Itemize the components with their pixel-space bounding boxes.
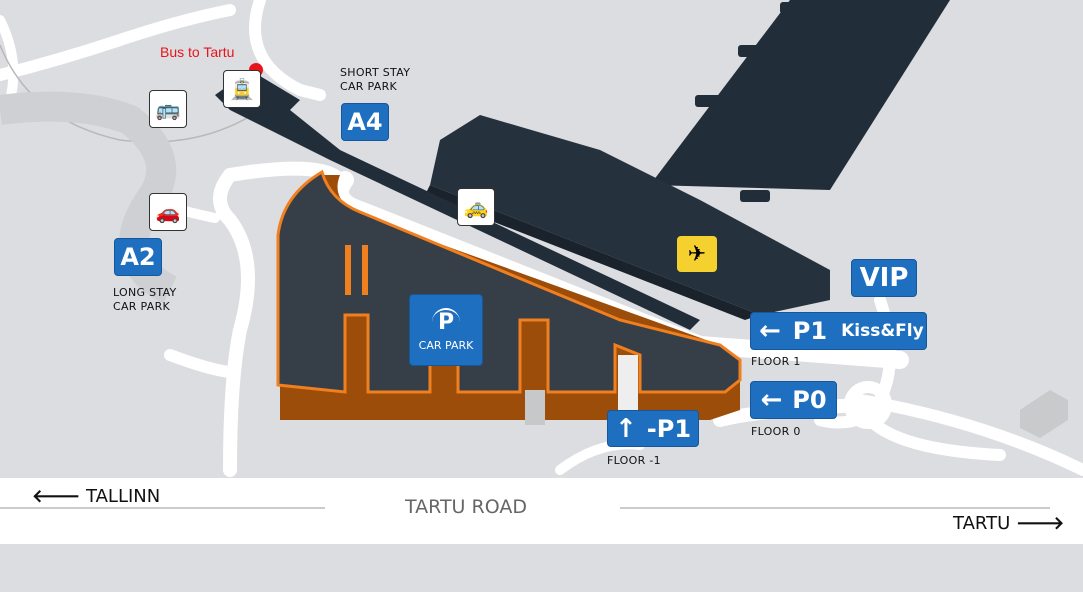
car-park-label: CAR PARK xyxy=(418,339,474,352)
p0-sign: ← P0 xyxy=(750,381,837,419)
p1-code: P1 xyxy=(792,317,828,345)
taxi-icon: 🚕 xyxy=(457,188,495,226)
arrow-left-icon: ← xyxy=(759,316,781,346)
arrow-up-icon: ↑ xyxy=(614,413,637,444)
p1-kissfly-sign: ← P1 Kiss&Fly xyxy=(750,312,927,350)
kissfly-label: Kiss&Fly xyxy=(841,321,924,341)
tartu-road xyxy=(0,478,1083,544)
floor-minus-1-label: FLOOR -1 xyxy=(607,454,661,467)
terminal-building xyxy=(215,0,1068,438)
tallinn-direction: 🡐 TALLINN xyxy=(32,486,160,507)
tartu-direction: TARTU 🡒 xyxy=(953,513,1064,534)
car-park-sign: P CAR PARK xyxy=(409,294,483,366)
pm1-sign: ↑ -P1 xyxy=(607,410,699,447)
tartu-label: TARTU xyxy=(953,513,1011,534)
tallinn-label: TALLINN xyxy=(86,486,161,507)
road-name: TARTU ROAD xyxy=(405,496,527,518)
pm1-code: -P1 xyxy=(646,414,692,443)
car-rental-icon: 🚗 xyxy=(149,193,187,231)
arrow-left-icon: 🡐 xyxy=(32,486,81,507)
a4-sign: A4 xyxy=(341,103,389,141)
floor-1-label: FLOOR 1 xyxy=(751,355,801,368)
floor-0-label: FLOOR 0 xyxy=(751,425,801,438)
caption-line: SHORT STAY xyxy=(340,66,411,79)
bus-icon: 🚌 xyxy=(149,90,187,128)
caption-line: CAR PARK xyxy=(113,300,171,313)
vip-sign: VIP xyxy=(851,259,917,297)
bus-to-tartu-label: Bus to Tartu xyxy=(160,44,235,60)
arrow-left-icon: ← xyxy=(760,385,783,415)
tram-icon: 🚊 xyxy=(223,70,261,108)
parking-icon: P xyxy=(431,308,461,335)
a2-sign: A2 xyxy=(114,238,162,276)
car-park-building xyxy=(276,169,742,425)
caption-line: LONG STAY xyxy=(113,286,177,299)
caption-line: CAR PARK xyxy=(340,80,398,93)
arrow-right-icon: 🡒 xyxy=(1016,513,1065,534)
p0-code: P0 xyxy=(792,386,827,414)
departures-icon: ✈ xyxy=(677,236,717,272)
